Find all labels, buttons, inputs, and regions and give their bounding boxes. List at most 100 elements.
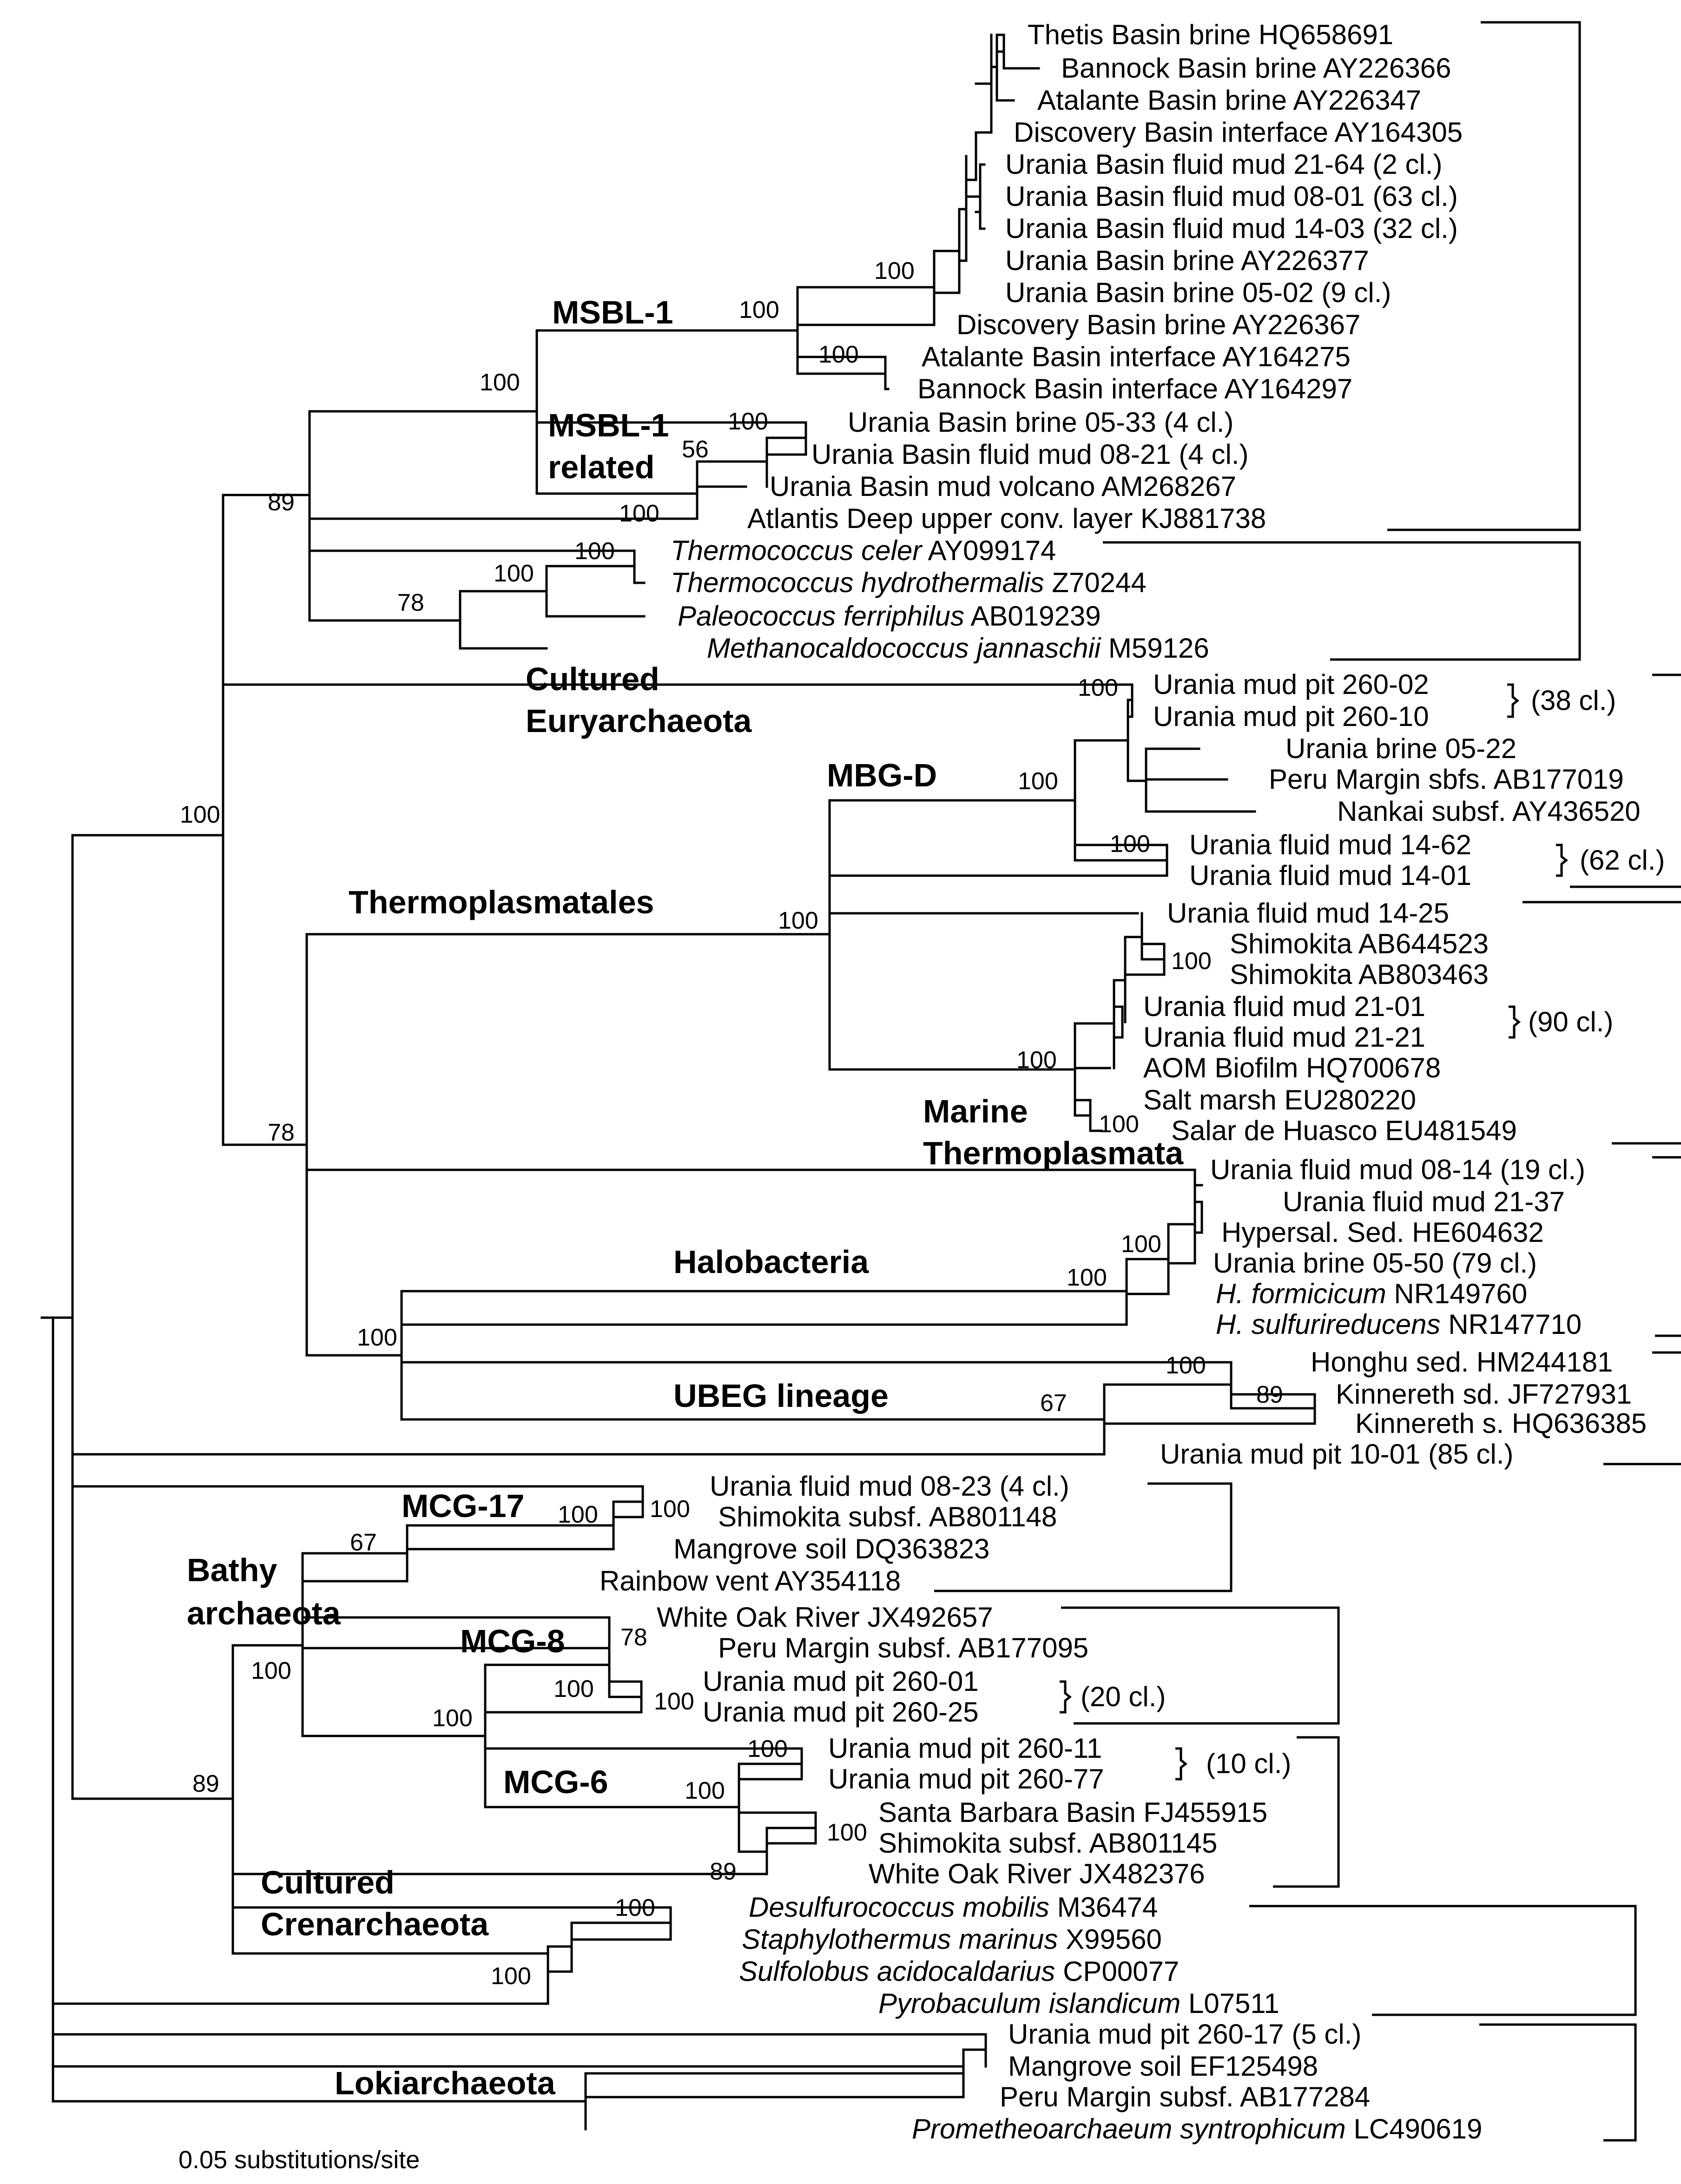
- taxon-name: Atalante Basin brine: [1037, 85, 1287, 116]
- taxon-name: H. formicicum: [1216, 1278, 1386, 1309]
- accession: AY164297: [1218, 373, 1352, 404]
- accession: JX492657: [860, 1602, 993, 1633]
- accession: HQ636385: [1504, 1408, 1647, 1439]
- clone-count-label: (90 cl.): [1528, 1006, 1613, 1037]
- accession: AB019239: [964, 600, 1101, 632]
- group-connector: [934, 1482, 1233, 1592]
- accession: AB644523: [1352, 928, 1489, 959]
- taxon-name: Mangrove soil: [1008, 2051, 1182, 2082]
- bootstrap-value: 100: [778, 907, 818, 934]
- bootstrap-value: 100: [1099, 1111, 1139, 1138]
- accession: JX482376: [1072, 1858, 1205, 1889]
- taxon-name: Mangrove soil: [673, 1533, 847, 1564]
- accession: AB801145: [1083, 1828, 1217, 1859]
- taxon-name: White Oak River: [657, 1602, 860, 1633]
- accession: AB177284: [1234, 2081, 1371, 2112]
- accession: AB803463: [1352, 959, 1489, 990]
- clade-label: UBEG lineage: [673, 1378, 889, 1414]
- clade-label: MCG-6: [503, 1764, 608, 1800]
- leaf-label: Urania fluid mud 21-01: [1143, 991, 1425, 1022]
- taxon-name: Paleococcus ferriphilus: [678, 600, 964, 632]
- leaf-label: Urania mud pit 260-10: [1153, 701, 1429, 732]
- bootstrap-value: 67: [350, 1529, 377, 1556]
- taxon-name: Pyrobaculum islandicum: [878, 1988, 1180, 2019]
- bootstrap-value: 100: [650, 1496, 690, 1523]
- taxon-name: Urania mud pit 260-11: [828, 1733, 1102, 1764]
- taxon-name: Urania Basin fluid mud 08-01 (63 cl.): [1005, 181, 1458, 212]
- bootstrap-value: 100: [251, 1657, 291, 1684]
- accession: M59126: [1101, 633, 1209, 664]
- group-connector: [1523, 901, 1681, 1145]
- bootstrap-value: 100: [1067, 1264, 1107, 1291]
- accession: FJ455915: [1136, 1797, 1268, 1828]
- leaf-label: Rainbow vent AY354118: [600, 1565, 901, 1597]
- taxon-name: Urania brine 05-22: [1285, 733, 1516, 764]
- taxon-name: Thermococcus celer: [671, 535, 923, 566]
- accession: LC490619: [1346, 2113, 1483, 2144]
- taxon-name: Santa Barbara Basin: [878, 1797, 1136, 1828]
- taxon-name: Urania Basin fluid mud 21-64 (2 cl.): [1005, 149, 1442, 180]
- bootstrap-value: 89: [710, 1858, 737, 1885]
- leaf-label: White Oak River JX492657: [657, 1602, 993, 1633]
- leaf-label: Sulfolobus acidocaldarius CP00077: [739, 1956, 1179, 1987]
- bootstrap-value: 100: [480, 369, 520, 396]
- clone-bracket: [1175, 1747, 1188, 1781]
- leaf-label: Thetis Basin brine HQ658691: [1028, 19, 1393, 50]
- accession: NR147710: [1441, 1309, 1582, 1340]
- bootstrap-value: 100: [357, 1324, 397, 1351]
- leaf-label: Urania fluid mud 08-23 (4 cl.): [710, 1471, 1069, 1502]
- bootstrap-values: 1001001001005610089100100100781001001001…: [180, 257, 1283, 1990]
- accession: AM268267: [1095, 471, 1236, 502]
- bootstrap-value: 89: [268, 489, 295, 516]
- taxon-name: Urania fluid mud 14-01: [1189, 860, 1471, 891]
- leaf-label: Urania Basin brine 05-02 (9 cl.): [1005, 277, 1391, 308]
- leaf-label: Prometheoarchaeum syntrophicum LC490619: [912, 2113, 1482, 2144]
- taxon-name: Urania Basin brine 05-33 (4 cl.): [848, 407, 1233, 438]
- clone-bracket: [1060, 1680, 1072, 1714]
- bootstrap-value: 100: [1016, 1047, 1057, 1074]
- bootstrap-value: 89: [192, 1770, 219, 1797]
- leaf-label: Shimokita AB644523: [1230, 928, 1489, 959]
- leaf-label: Discovery Basin brine AY226367: [956, 309, 1360, 340]
- leaf-label: Methanocaldococcus jannaschii M59126: [707, 633, 1209, 664]
- taxon-name: Thermococcus hydrothermalis: [671, 567, 1044, 598]
- leaf-label: Urania Basin fluid mud 08-21 (4 cl.): [811, 439, 1248, 470]
- clade-label: MCG-8: [460, 1623, 565, 1659]
- taxon-name: Urania fluid mud 14-62: [1189, 829, 1471, 860]
- leaf-label: Peru Margin sbfs. AB177019: [1269, 764, 1624, 795]
- leaf-label: Urania mud pit 260-77: [828, 1763, 1104, 1795]
- leaf-label: Bannock Basin brine AY226366: [1061, 53, 1451, 84]
- group-connector: [1387, 21, 1581, 531]
- group-connector: [1570, 673, 1681, 888]
- leaf-label: Urania fluid mud 21-37: [1283, 1186, 1565, 1217]
- leaf-label: Peru Margin subsf. AB177284: [1000, 2081, 1370, 2112]
- taxon-name: Shimokita: [1230, 928, 1352, 959]
- clade-label: MSBL-1: [552, 294, 673, 330]
- bootstrap-value: 100: [874, 257, 915, 284]
- leaf-label: Thermococcus celer AY099174: [671, 535, 1056, 566]
- clade-label: Halobacteria: [673, 1244, 869, 1280]
- taxon-name: Bannock Basin interface: [917, 373, 1218, 404]
- bootstrap-value: 67: [1040, 1390, 1067, 1417]
- taxon-name: Kinnereth s.: [1355, 1408, 1504, 1439]
- leaf-label: Urania brine 05-22: [1285, 733, 1516, 764]
- leaf-label: Urania mud pit 260-01: [703, 1666, 979, 1697]
- clone-bracket: [1509, 1005, 1521, 1039]
- leaf-label: Urania fluid mud 08-14 (19 cl.): [1210, 1154, 1585, 1185]
- leaf-label: Urania Basin mud volcano AM268267: [770, 471, 1236, 502]
- leaf-label: Urania mud pit 260-11: [828, 1733, 1102, 1764]
- leaf-label: Urania mud pit 260-25: [703, 1696, 979, 1728]
- accession: AY226377: [1235, 245, 1369, 276]
- taxon-name: Sulfolobus acidocaldarius: [739, 1956, 1055, 1987]
- accession: JF727931: [1500, 1379, 1632, 1410]
- accession: M36474: [1049, 1892, 1158, 1923]
- leaf-label: Nankai subsf. AY436520: [1337, 796, 1641, 827]
- bootstrap-value: 100: [180, 801, 220, 828]
- accession: X99560: [1058, 1924, 1162, 1955]
- clone-count-label: (38 cl.): [1531, 685, 1616, 716]
- clade-label: MBG-D: [827, 757, 937, 793]
